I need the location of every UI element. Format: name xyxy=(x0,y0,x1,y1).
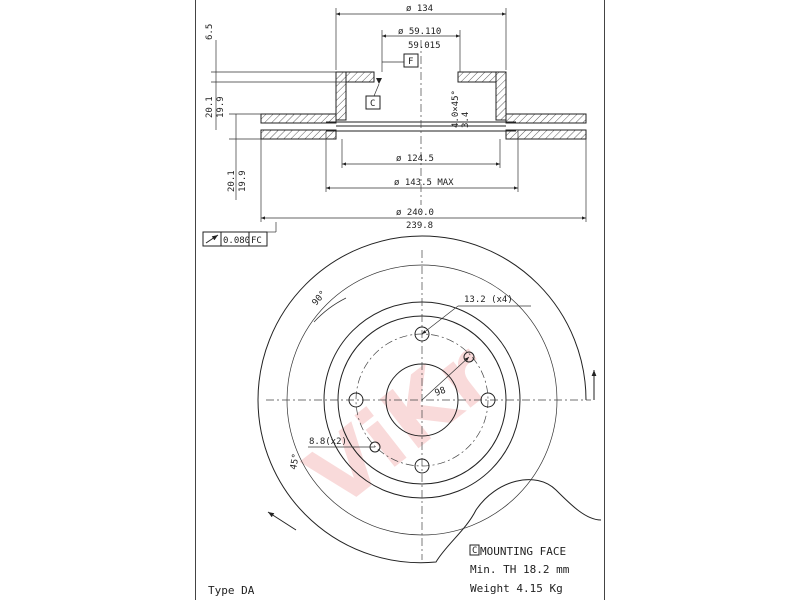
disc-outline xyxy=(257,235,602,564)
bolt-hole-top xyxy=(414,326,430,342)
hat-top-left xyxy=(345,71,375,83)
tolerance-ref: FC xyxy=(251,236,262,246)
disc-ring-bottom-right xyxy=(505,129,587,140)
label-pcd: 98 xyxy=(434,386,448,399)
disc-ring-bottom-left xyxy=(260,129,337,140)
dim-bore-min: 59.015 xyxy=(408,41,441,51)
legend-c-box xyxy=(469,544,480,556)
dim-vent-max: ø 143.5 MAX xyxy=(394,178,454,188)
dim-chamfer: 4.0×45° xyxy=(451,90,461,128)
technical-drawing: ViKr ø 134 ø 59.110 59.015 F xyxy=(202,4,602,597)
hat-wall-right xyxy=(495,71,507,121)
dim-outer-hat: ø 134 xyxy=(406,4,433,14)
disc-ring-top-left xyxy=(260,113,337,124)
dim-total-max: 20.1 xyxy=(205,96,215,118)
label-holes-large: 13.2 (x4) xyxy=(464,295,513,305)
type-label: Type DA xyxy=(208,584,255,597)
label-holes-small: 8.8(x2) xyxy=(309,437,347,447)
legend-mounting: MOUNTING FACE xyxy=(480,545,566,558)
label-angle-45: 45° xyxy=(289,453,302,471)
pin-hole-upper xyxy=(463,351,475,363)
dim-disc-max: ø 240.0 xyxy=(396,208,434,218)
datum-c-label: C xyxy=(370,99,375,109)
tolerance-value: 0.080 xyxy=(223,236,250,246)
watermark-text: ViKr xyxy=(289,323,511,527)
dim-chamfer2: 3.4 xyxy=(461,112,471,128)
dim-thick-min: 19.9 xyxy=(238,170,248,192)
datum-f-label: F xyxy=(408,57,413,67)
dim-disc-min: 239.8 xyxy=(406,221,433,231)
hat-top-right xyxy=(457,71,497,83)
legend-c-label: C xyxy=(472,546,477,556)
legend-weight: Weight 4.15 Kg xyxy=(470,582,563,595)
dim-inner-vent: ø 124.5 xyxy=(396,154,434,164)
runout-tolerance-frame: 0.080 FC xyxy=(202,222,277,247)
disc-ring-top-right xyxy=(505,113,587,124)
hat-wall-left xyxy=(335,71,347,121)
dim-total-min: 19.9 xyxy=(216,96,226,118)
legend: C MOUNTING FACE Min. TH 18.2 mm Weight 4… xyxy=(469,544,570,595)
section-view: ø 134 ø 59.110 59.015 F C 4.0×45° 3.4 6.… xyxy=(205,4,587,231)
legend-min-th: Min. TH 18.2 mm xyxy=(470,563,570,576)
datum-c-box xyxy=(365,95,381,110)
bolt-hole-right xyxy=(480,392,496,408)
drawing-sheet: ViKr ø 134 ø 59.110 59.015 F xyxy=(195,0,605,600)
bolt-hole-left xyxy=(348,392,364,408)
datum-f-box xyxy=(403,53,419,68)
dim-hat-height: 6.5 xyxy=(205,24,215,40)
dim-bore-max: ø 59.110 xyxy=(398,27,441,37)
bolt-hole-bottom xyxy=(414,458,430,474)
dim-thick-max: 20.1 xyxy=(227,170,237,192)
brand-watermark: ViKr xyxy=(289,323,511,527)
